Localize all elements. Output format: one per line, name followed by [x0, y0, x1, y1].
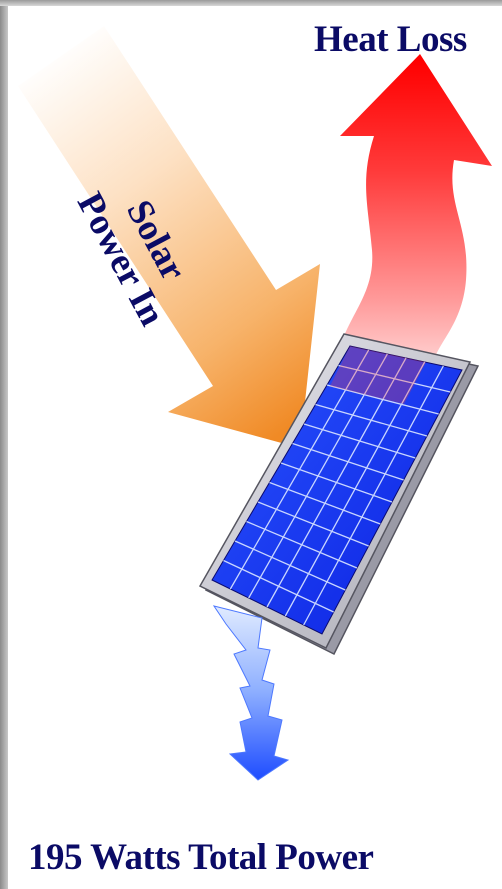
- panel-cell-line: [326, 384, 439, 415]
- panel-cell-line: [246, 520, 358, 569]
- heat-loss-arrow-icon: [336, 54, 492, 372]
- solar-power-arrow-icon: [18, 26, 320, 448]
- panel-cell-line: [338, 364, 451, 393]
- heat-loss-label: Heat Loss: [314, 19, 467, 60]
- panel-cell-line: [269, 481, 381, 525]
- window-left-edge: [0, 0, 8, 889]
- panel-cell-line: [223, 559, 334, 613]
- total-power-label: 195 Watts Total Power: [28, 837, 374, 878]
- panel-cell-line: [303, 423, 416, 459]
- electric-output-arrow-icon: [212, 605, 290, 781]
- panel-cell-line: [292, 442, 404, 481]
- window-top-edge: [0, 0, 502, 6]
- panel-cell-line: [257, 501, 369, 547]
- solar-panel-icon: [198, 333, 480, 656]
- panel-cell-line: [280, 462, 393, 503]
- panel-cell-line: [234, 540, 346, 591]
- panel-cell-line: [315, 403, 428, 437]
